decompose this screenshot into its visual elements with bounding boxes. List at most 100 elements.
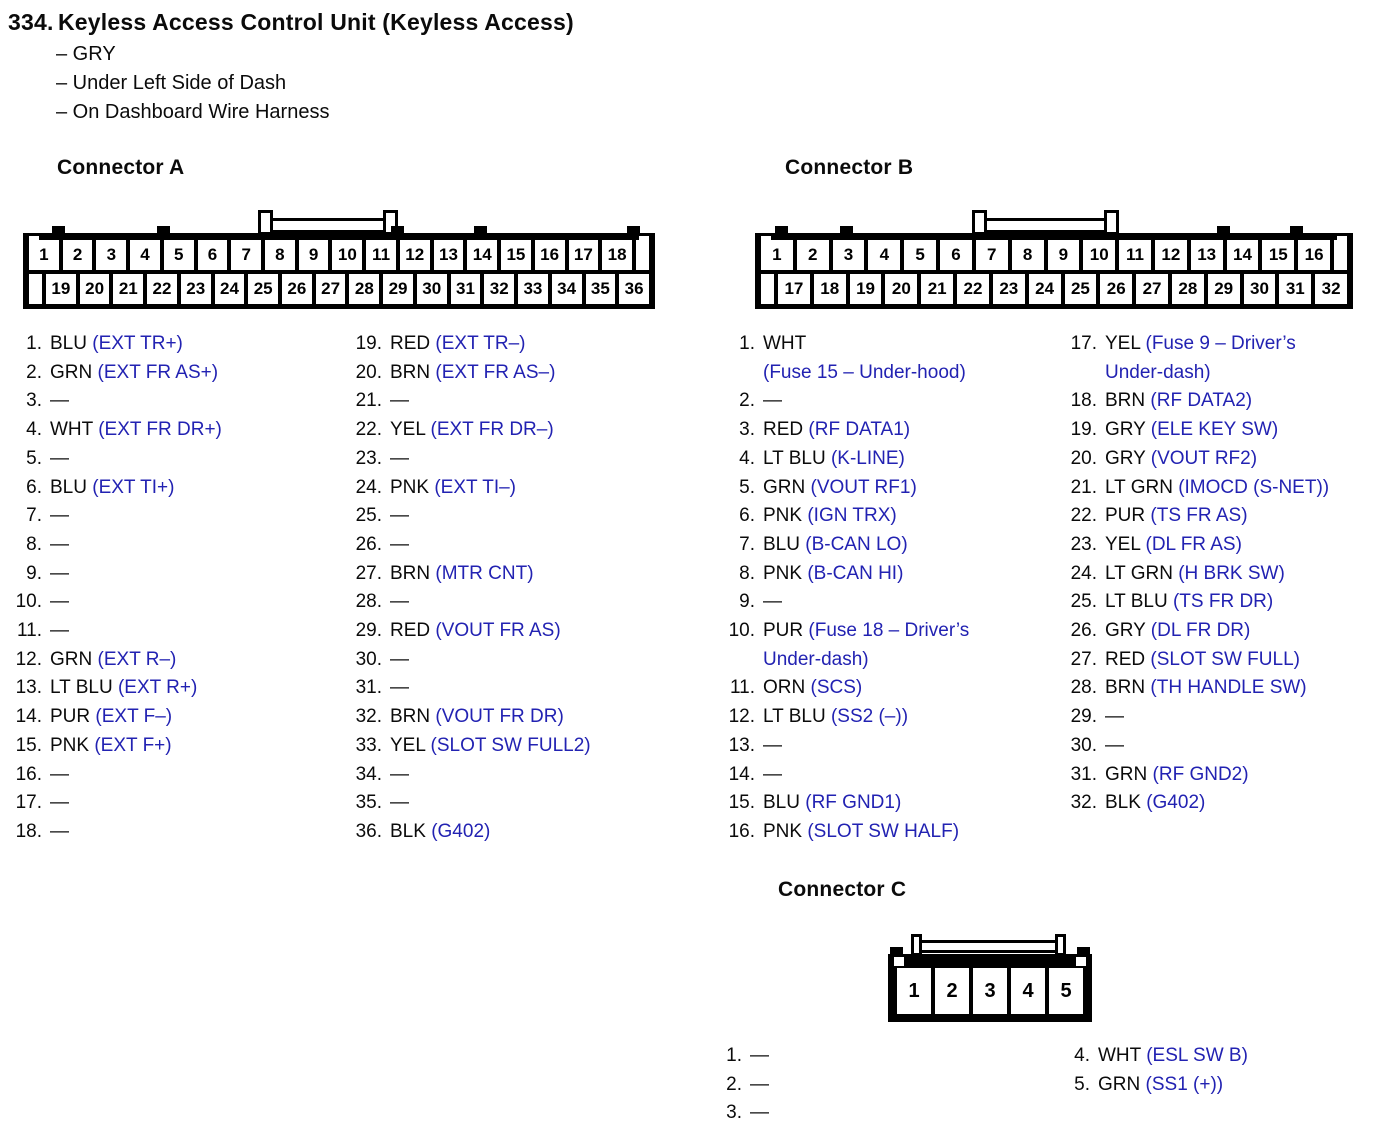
pin-row: 11. ORN (SCS) <box>725 674 969 703</box>
connector-a-title: Connector A <box>57 156 185 179</box>
pin-row: 34. — <box>352 761 591 790</box>
pin-description: RED (EXT TR–) <box>390 330 526 359</box>
pin-number: 19. <box>355 333 382 354</box>
pin-number: 16. <box>15 763 42 785</box>
pin-cell: 13 <box>1190 240 1223 270</box>
pin-description: GRN (SS1 (+)) <box>1098 1071 1223 1100</box>
pin-number: 13. <box>728 734 755 756</box>
pin-description: LT BLU (K-LINE) <box>763 445 905 474</box>
pin-description: — <box>763 588 782 617</box>
pin-number: 28. <box>355 591 382 613</box>
pin-description: LT GRN (IMOCD (S-NET)) <box>1105 474 1329 503</box>
signal-name-line2: Under-dash) <box>1105 361 1211 383</box>
pin-cell: 8 <box>265 240 295 270</box>
wire-color: — <box>50 792 69 814</box>
pin-row: 3. RED (RF DATA1) <box>725 416 969 445</box>
page-title: Keyless Access Control Unit (Keyless Acc… <box>58 9 574 35</box>
signal-name: (IGN TRX) <box>807 505 897 527</box>
pin-description: WHT (EXT FR DR+) <box>50 416 222 445</box>
wire-color: — <box>390 591 409 613</box>
pin-cell: 16 <box>1298 240 1330 270</box>
wire-color: RED <box>1105 648 1146 670</box>
pin-description: — <box>50 761 69 790</box>
pin-cell: 32 <box>1315 274 1347 304</box>
pin-description: LT BLU (EXT R+) <box>50 674 197 703</box>
pin-row: 28. — <box>352 588 591 617</box>
pin-row: 18. — <box>12 818 222 847</box>
signal-name: (EXT FR AS+) <box>97 361 219 383</box>
pin-row: 2. GRN (EXT FR AS+) <box>12 359 222 388</box>
pin-description: BRN (EXT FR AS–) <box>390 359 555 388</box>
pin-description: — <box>50 588 69 617</box>
pin-row: 32. BRN (VOUT FR DR) <box>352 703 591 732</box>
pin-description: LT BLU (TS FR DR) <box>1105 588 1273 617</box>
pin-number: 11. <box>729 677 755 699</box>
wire-color: GRN <box>50 648 93 670</box>
pin-row: 1. — <box>712 1042 769 1071</box>
pin-cell: 12 <box>1154 240 1187 270</box>
pin-description: GRN (EXT FR AS+) <box>50 359 218 388</box>
pin-row: 27. RED (SLOT SW FULL) <box>1067 646 1329 675</box>
wire-color: GRY <box>1105 419 1146 441</box>
pin-number: 27. <box>355 562 382 584</box>
pin-number: 21. <box>1070 476 1097 498</box>
pin-number: 2. <box>26 361 42 383</box>
signal-name: (IMOCD (S-NET)) <box>1178 476 1330 498</box>
wire-color: PNK <box>763 562 803 584</box>
pin-description: BLU (RF GND1) <box>763 789 901 818</box>
wire-color: — <box>50 390 69 412</box>
pin-cell: 5 <box>1049 968 1083 1014</box>
pin-row: 22. YEL (EXT FR DR–) <box>352 416 591 445</box>
wire-color: — <box>1105 734 1124 756</box>
pin-description: BLU (EXT TI+) <box>50 474 174 503</box>
wire-color: — <box>763 591 782 613</box>
pin-cell: 1 <box>29 240 59 270</box>
wire-color: — <box>390 677 409 699</box>
wire-color: BRN <box>1105 390 1146 412</box>
lock-tab-post <box>1104 210 1119 235</box>
pin-row: 16. PNK (SLOT SW HALF) <box>725 818 969 847</box>
pin-description: — <box>390 789 409 818</box>
pin-number: 4. <box>739 447 755 469</box>
pin-description: BRN (MTR CNT) <box>390 560 534 589</box>
pin-description: ORN (SCS) <box>763 674 862 703</box>
pin-number: 27. <box>1070 648 1097 670</box>
pin-row: 16. — <box>12 761 222 790</box>
pin-cell: 12 <box>399 240 430 270</box>
pin-cell: 3 <box>96 240 127 270</box>
pin-cell: 19 <box>849 274 882 304</box>
pin-description: RED (SLOT SW FULL) <box>1105 646 1300 675</box>
pin-cell: 25 <box>248 274 279 304</box>
pin-cell: 15 <box>1262 240 1295 270</box>
signal-name: (SLOT SW HALF) <box>807 820 960 842</box>
pin-row: 10. — <box>12 588 222 617</box>
corner-notch <box>29 236 39 245</box>
pin-cell: 26 <box>1100 274 1133 304</box>
wire-color: PNK <box>763 505 803 527</box>
pin-description: GRN (RF GND2) <box>1105 761 1249 790</box>
signal-name: (VOUT FR AS) <box>435 620 561 642</box>
pin-cell: 4 <box>130 240 160 270</box>
unit-detail-line: – GRY <box>56 43 116 65</box>
pin-description: — <box>763 387 782 416</box>
signal-name: (EXT R–) <box>97 648 177 670</box>
pin-row: 30. — <box>352 646 591 675</box>
pin-row: 31. GRN (RF GND2) <box>1067 761 1329 790</box>
pin-cell: 24 <box>214 274 245 304</box>
signal-name: (VOUT RF1) <box>810 476 917 498</box>
pin-cell: 25 <box>1064 274 1097 304</box>
pin-cell: 20 <box>885 274 918 304</box>
connector-a-pins-left: 1. BLU (EXT TR+) 2. GRN (EXT FR AS+) 3. … <box>12 330 222 847</box>
pin-number: 22. <box>1070 505 1097 527</box>
pin-cell: 6 <box>197 240 228 270</box>
pin-number: 3. <box>726 1102 742 1124</box>
wire-color: YEL <box>390 734 426 756</box>
wire-color: LT GRN <box>1105 562 1173 584</box>
pin-description: — <box>50 531 69 560</box>
pin-number: 25. <box>1070 591 1097 613</box>
wire-color: — <box>390 763 409 785</box>
pin-description: — <box>390 502 409 531</box>
pin-cell: 17 <box>568 240 599 270</box>
